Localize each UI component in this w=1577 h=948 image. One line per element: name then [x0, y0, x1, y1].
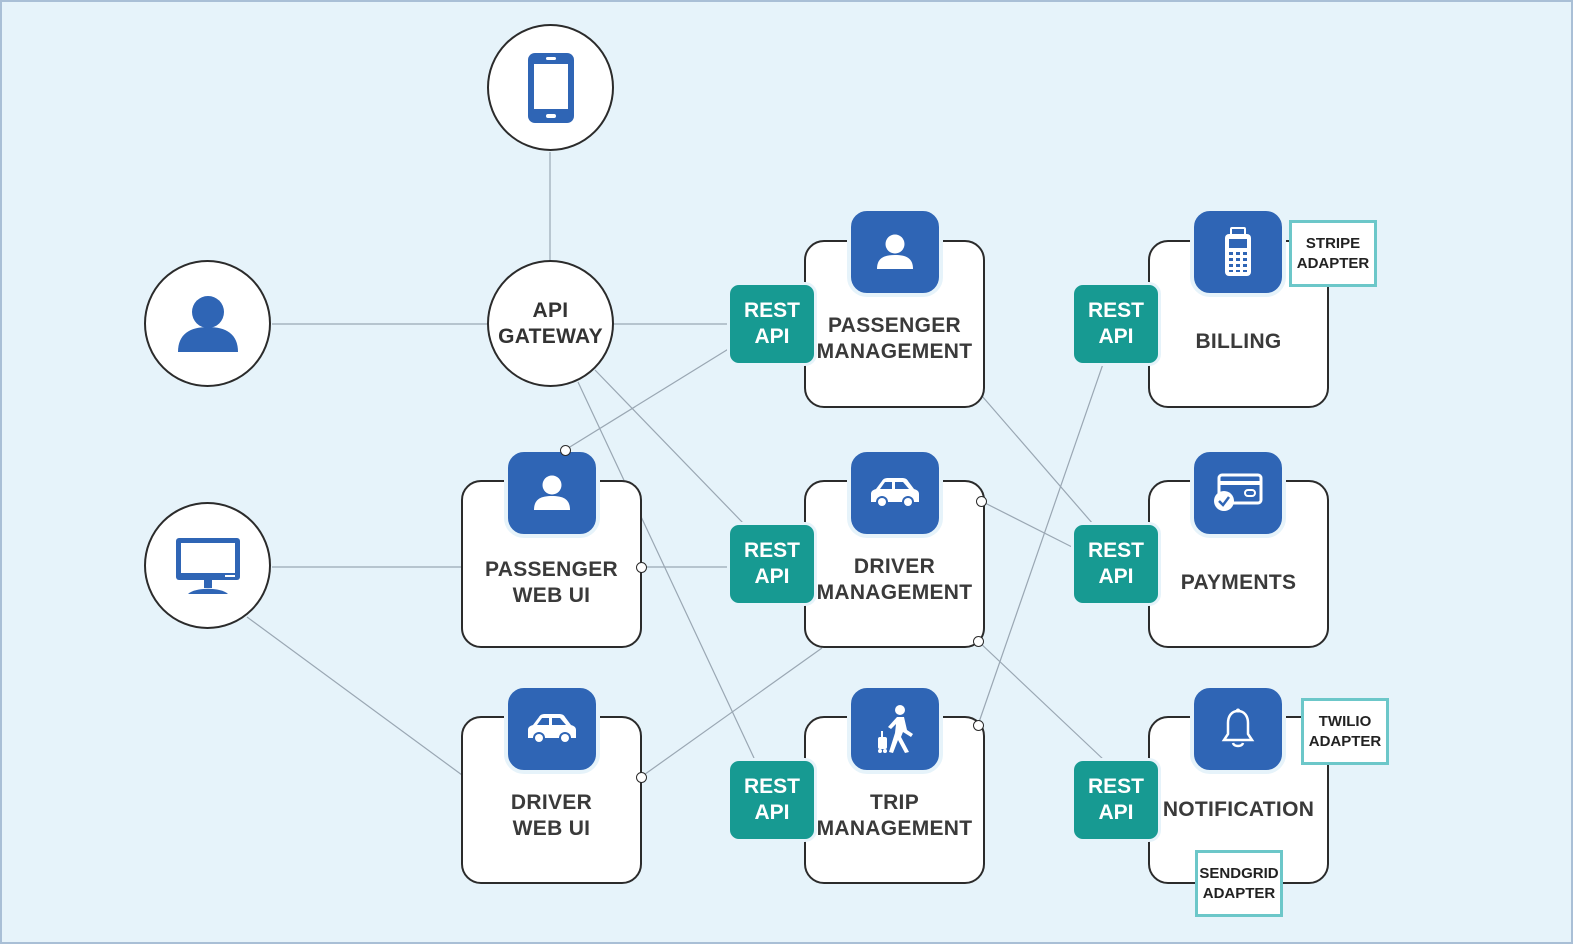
connector-port — [636, 772, 647, 783]
payments-icon-badge — [1190, 448, 1286, 538]
traveler-icon — [878, 705, 913, 753]
credit-card-icon — [1214, 473, 1263, 511]
sendgrid-adapter: SENDGRID ADAPTER — [1195, 850, 1283, 917]
trip-management-service: TRIP MANAGEMENT — [804, 716, 985, 884]
connector-port — [636, 562, 647, 573]
car-icon — [871, 478, 919, 508]
link-driver-mgmt-notification — [977, 640, 1105, 761]
api-gateway-label: API GATEWAY — [498, 298, 603, 348]
passenger-web-ui-service: PASSENGER WEB UI — [461, 480, 642, 648]
billing-title: BILLING — [1195, 330, 1282, 353]
trip-management-icon-badge — [847, 684, 943, 774]
driver-management-icon-badge — [847, 448, 943, 538]
billing-rest-api: REST API — [1071, 282, 1161, 366]
passenger-web-ui-title: PASSENGER WEB UI — [484, 558, 618, 607]
user-icon — [177, 295, 238, 352]
driver-management-title: DRIVER MANAGEMENT — [816, 555, 973, 604]
connector-port — [973, 720, 984, 731]
passenger-management-rest-api: REST API — [727, 282, 817, 366]
desktop-client-node — [144, 502, 271, 629]
notification-rest-api: REST API — [1071, 758, 1161, 842]
user-icon — [534, 475, 570, 510]
link-passenger-mgmt-payments — [981, 395, 1094, 525]
mobile-client-node — [487, 24, 614, 151]
link-gateway-driver-mgmt — [594, 369, 745, 525]
bell-icon — [1221, 708, 1255, 748]
smartphone-icon — [527, 52, 574, 123]
trip-management-title: TRIP MANAGEMENT — [816, 791, 973, 840]
driver-web-ui-icon-badge — [504, 684, 600, 774]
car-icon — [528, 714, 576, 744]
passenger-web-ui-icon-badge — [504, 448, 600, 538]
passenger-management-title: PASSENGER MANAGEMENT — [816, 314, 973, 363]
billing-icon-badge — [1190, 207, 1286, 297]
api-gateway-node: API GATEWAY — [487, 260, 614, 387]
notification-icon-badge — [1190, 684, 1286, 774]
passenger-management-icon-badge — [847, 207, 943, 297]
link-trip-mgmt-billing — [977, 363, 1104, 726]
driver-web-ui-title: DRIVER WEB UI — [510, 791, 593, 840]
connector-port — [560, 445, 571, 456]
link-driver-web-driver-mgmt — [640, 647, 823, 778]
link-passenger-web-passenger-mgmt — [564, 347, 731, 451]
connector-port — [976, 496, 987, 507]
payments-title: PAYMENTS — [1180, 571, 1297, 594]
link-driver-mgmt-payments — [980, 500, 1075, 549]
card-terminal-icon — [1225, 227, 1251, 276]
monitor-icon — [175, 537, 240, 594]
passenger-user-node — [144, 260, 271, 387]
link-gateway-trip-mgmt — [577, 381, 755, 759]
driver-management-rest-api: REST API — [727, 522, 817, 606]
user-icon — [877, 234, 913, 269]
twilio-adapter: TWILIO ADAPTER — [1301, 698, 1389, 765]
connector-port — [973, 636, 984, 647]
payments-rest-api: REST API — [1071, 522, 1161, 606]
trip-management-rest-api: REST API — [727, 758, 817, 842]
link-monitor-driver-web — [246, 616, 463, 776]
stripe-adapter: STRIPE ADAPTER — [1289, 220, 1377, 287]
notification-title: NOTIFICATION — [1162, 798, 1315, 821]
